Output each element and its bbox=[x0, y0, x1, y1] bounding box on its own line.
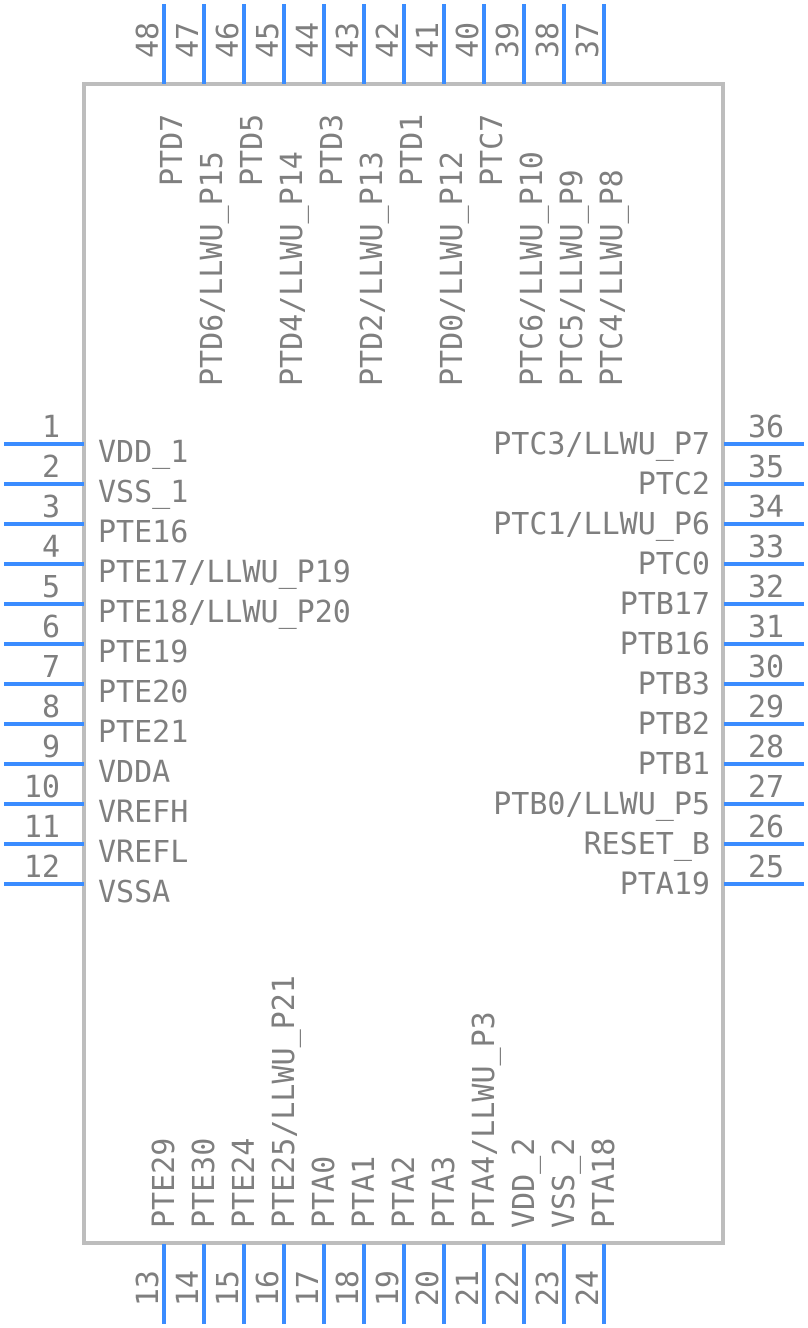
pin-name-14: PTE30 bbox=[187, 1138, 222, 1228]
pin-name-4: PTE17/LLWU_P19 bbox=[98, 555, 351, 590]
pin-number-18: 18 bbox=[331, 1270, 366, 1306]
pin-number-44: 44 bbox=[291, 22, 326, 58]
pin-number-16: 16 bbox=[251, 1270, 286, 1306]
pin-number-38: 38 bbox=[531, 22, 566, 58]
pin-name-3: PTE16 bbox=[98, 515, 188, 550]
pin-number-1: 1 bbox=[42, 410, 60, 445]
pin-number-27: 27 bbox=[748, 770, 784, 805]
pin-name-38: PTC5/LLWU_P9 bbox=[555, 169, 590, 386]
pin-name-26: RESET_B bbox=[584, 827, 710, 862]
pin-number-29: 29 bbox=[748, 690, 784, 725]
pin-name-6: PTE19 bbox=[98, 635, 188, 670]
pin-name-33: PTC0 bbox=[638, 547, 710, 582]
pin-name-39: PTC6/LLWU_P10 bbox=[515, 151, 550, 386]
pin-name-35: PTC2 bbox=[638, 467, 710, 502]
pin-number-24: 24 bbox=[571, 1270, 606, 1306]
pin-name-5: PTE18/LLWU_P20 bbox=[98, 595, 351, 630]
pin-number-3: 3 bbox=[42, 490, 60, 525]
pin-number-35: 35 bbox=[748, 450, 784, 485]
pin-name-29: PTB2 bbox=[638, 707, 710, 742]
pin-name-13: PTE29 bbox=[147, 1138, 182, 1228]
pin-name-47: PTD6/LLWU_P15 bbox=[195, 151, 230, 386]
pin-number-14: 14 bbox=[171, 1270, 206, 1306]
pin-name-45: PTD4/LLWU_P14 bbox=[275, 151, 310, 386]
pin-name-36: PTC3/LLWU_P7 bbox=[493, 427, 710, 462]
pin-number-20: 20 bbox=[411, 1270, 446, 1306]
pin-number-7: 7 bbox=[42, 650, 60, 685]
pin-name-44: PTD3 bbox=[315, 114, 350, 186]
pin-name-21: PTA4/LLWU_P3 bbox=[467, 1011, 502, 1228]
pin-number-21: 21 bbox=[451, 1270, 486, 1306]
pin-name-31: PTB16 bbox=[620, 627, 710, 662]
pin-name-42: PTD1 bbox=[395, 114, 430, 186]
pin-number-8: 8 bbox=[42, 690, 60, 725]
pin-number-31: 31 bbox=[748, 610, 784, 645]
pin-name-43: PTD2/LLWU_P13 bbox=[355, 151, 390, 386]
pin-number-47: 47 bbox=[171, 22, 206, 58]
pin-name-18: PTA1 bbox=[347, 1156, 382, 1228]
pin-name-1: VDD_1 bbox=[98, 435, 188, 470]
pin-number-6: 6 bbox=[42, 610, 60, 645]
pin-number-15: 15 bbox=[211, 1270, 246, 1306]
pin-number-11: 11 bbox=[24, 810, 60, 845]
pin-number-46: 46 bbox=[211, 22, 246, 58]
pin-number-17: 17 bbox=[291, 1270, 326, 1306]
pin-name-28: PTB1 bbox=[638, 747, 710, 782]
pin-number-48: 48 bbox=[131, 22, 166, 58]
pin-number-34: 34 bbox=[748, 490, 784, 525]
pin-number-37: 37 bbox=[571, 22, 606, 58]
pin-number-19: 19 bbox=[371, 1270, 406, 1306]
pin-name-40: PTC7 bbox=[475, 114, 510, 186]
pin-name-8: PTE21 bbox=[98, 715, 188, 750]
pin-name-37: PTC4/LLWU_P8 bbox=[595, 169, 630, 386]
pin-number-30: 30 bbox=[748, 650, 784, 685]
pin-number-33: 33 bbox=[748, 530, 784, 565]
pin-number-9: 9 bbox=[42, 730, 60, 765]
pin-name-32: PTB17 bbox=[620, 587, 710, 622]
pin-name-7: PTE20 bbox=[98, 675, 188, 710]
pin-number-13: 13 bbox=[131, 1270, 166, 1306]
pin-number-22: 22 bbox=[491, 1270, 526, 1306]
pin-number-43: 43 bbox=[331, 22, 366, 58]
pin-number-26: 26 bbox=[748, 810, 784, 845]
pin-name-27: PTB0/LLWU_P5 bbox=[493, 787, 710, 822]
pin-name-24: PTA18 bbox=[587, 1138, 622, 1228]
pin-number-41: 41 bbox=[411, 22, 446, 58]
pin-name-41: PTD0/LLWU_P12 bbox=[435, 151, 470, 386]
pin-name-15: PTE24 bbox=[227, 1138, 262, 1228]
pin-name-2: VSS_1 bbox=[98, 475, 188, 510]
pin-number-4: 4 bbox=[42, 530, 60, 565]
pin-number-45: 45 bbox=[251, 22, 286, 58]
pin-name-25: PTA19 bbox=[620, 867, 710, 902]
pin-name-20: PTA3 bbox=[427, 1156, 462, 1228]
pin-name-30: PTB3 bbox=[638, 667, 710, 702]
pin-name-17: PTA0 bbox=[307, 1156, 342, 1228]
pin-name-19: PTA2 bbox=[387, 1156, 422, 1228]
pin-name-11: VREFL bbox=[98, 835, 188, 870]
pin-number-25: 25 bbox=[748, 850, 784, 885]
pin-number-42: 42 bbox=[371, 22, 406, 58]
pin-number-2: 2 bbox=[42, 450, 60, 485]
pin-name-34: PTC1/LLWU_P6 bbox=[493, 507, 710, 542]
pin-name-23: VSS_2 bbox=[547, 1138, 582, 1228]
pin-name-12: VSSA bbox=[98, 875, 170, 910]
pin-name-10: VREFH bbox=[98, 795, 188, 830]
pin-number-28: 28 bbox=[748, 730, 784, 765]
pin-name-9: VDDA bbox=[98, 755, 170, 790]
pin-number-23: 23 bbox=[531, 1270, 566, 1306]
pin-number-36: 36 bbox=[748, 410, 784, 445]
pin-name-22: VDD_2 bbox=[507, 1138, 542, 1228]
pin-number-39: 39 bbox=[491, 22, 526, 58]
pin-number-32: 32 bbox=[748, 570, 784, 605]
pin-name-46: PTD5 bbox=[235, 114, 270, 186]
pin-number-12: 12 bbox=[24, 850, 60, 885]
pin-number-40: 40 bbox=[451, 22, 486, 58]
pin-name-48: PTD7 bbox=[155, 114, 190, 186]
pin-number-5: 5 bbox=[42, 570, 60, 605]
pin-number-10: 10 bbox=[24, 770, 60, 805]
pin-name-16: PTE25/LLWU_P21 bbox=[267, 975, 302, 1228]
